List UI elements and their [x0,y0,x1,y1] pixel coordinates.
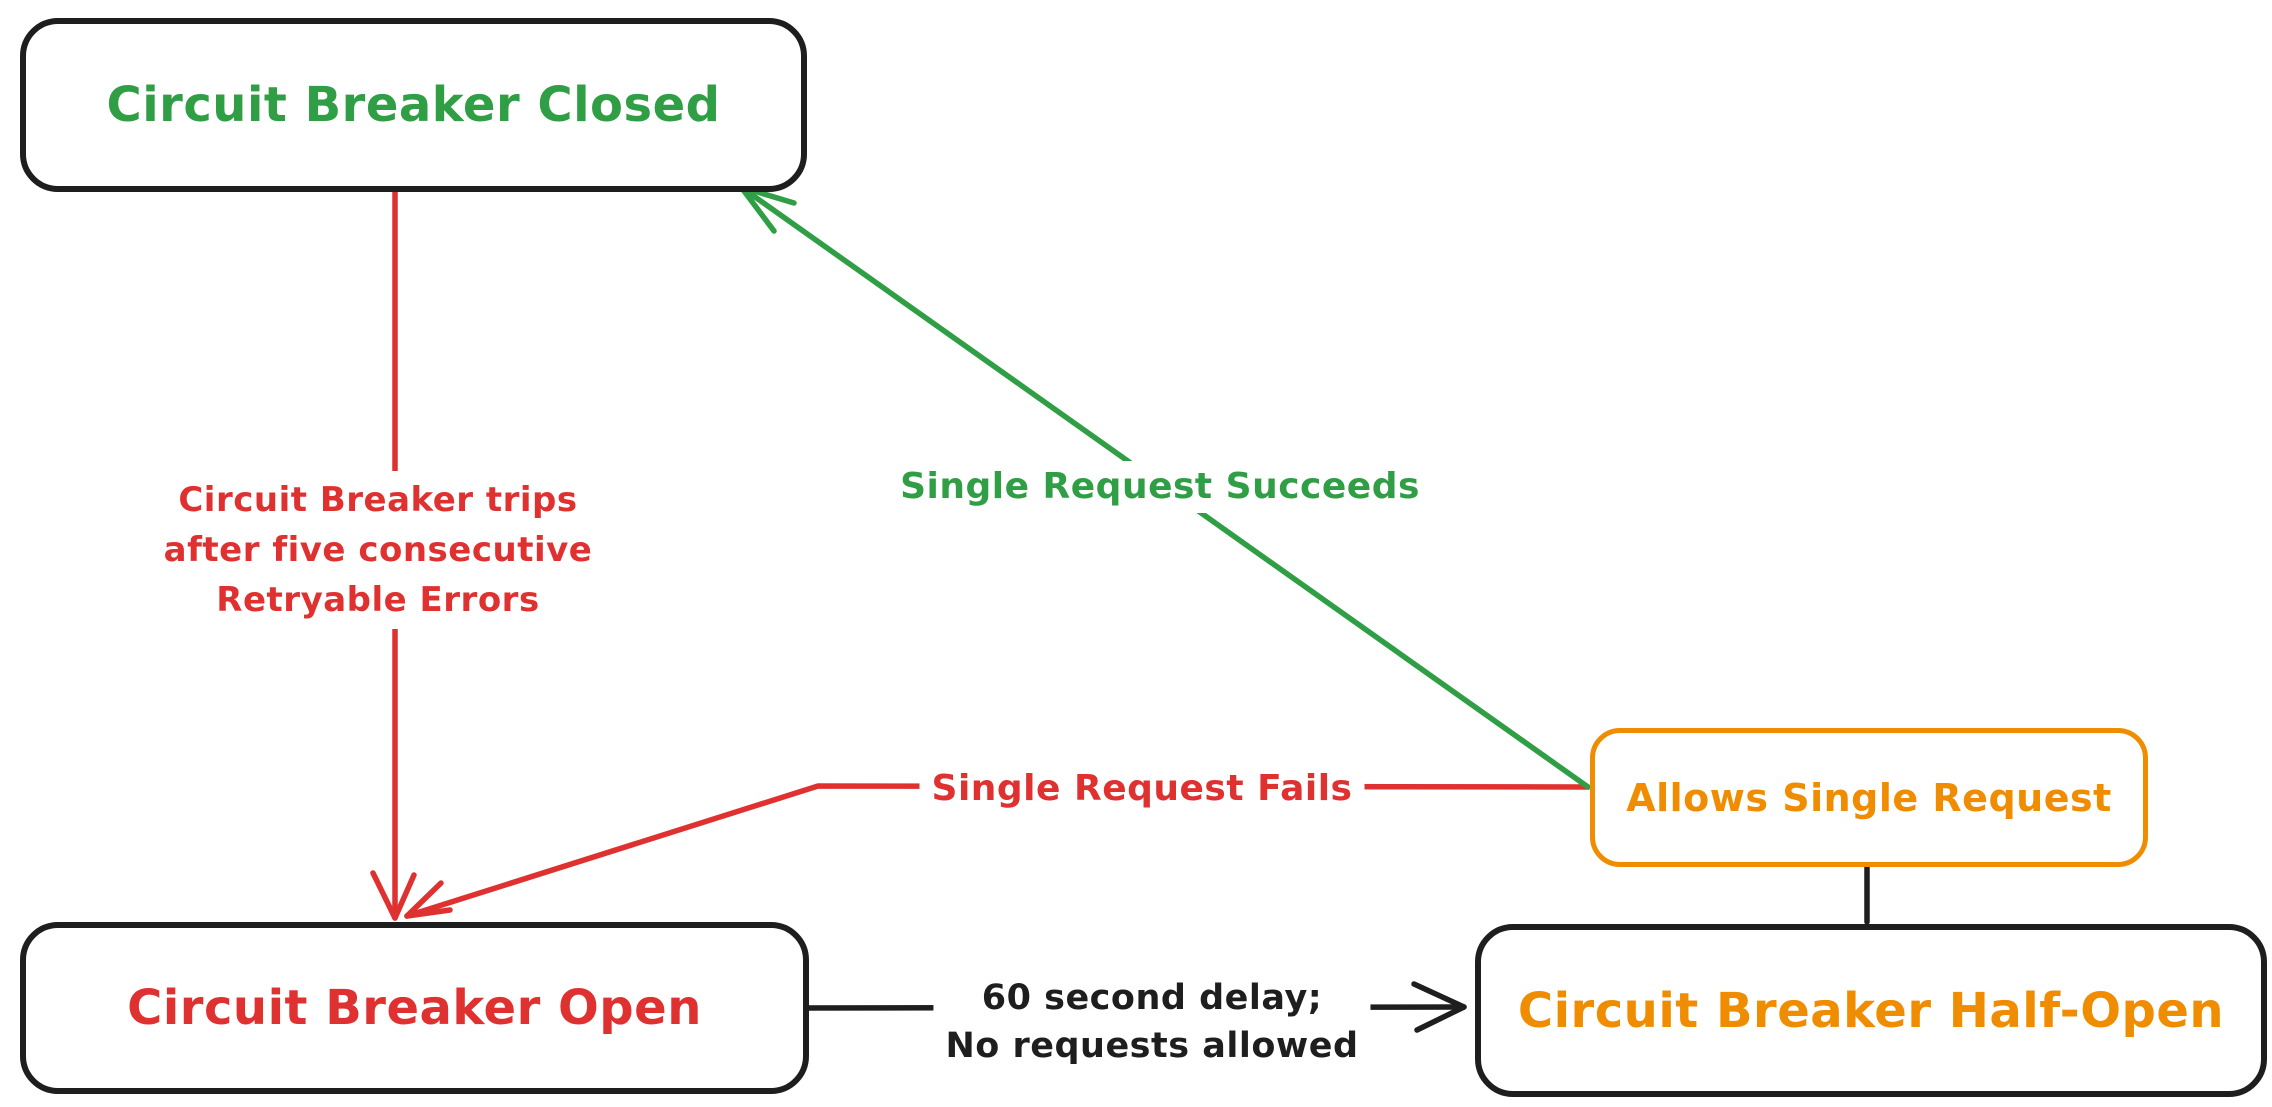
edge-label-single-request-fails: Single Request Fails [919,763,1365,815]
node-allows-single-request: Allows Single Request [1590,728,2148,867]
node-circuit-breaker-half-open: Circuit Breaker Half-Open [1475,924,2267,1097]
node-half-open-label: Circuit Breaker Half-Open [1517,982,2225,1039]
edge-label-60-second-delay: 60 second delay; No requests allowed [933,970,1371,1074]
edge-label-single-request-succeeds: Single Request Succeeds [888,461,1432,513]
node-circuit-breaker-open: Circuit Breaker Open [20,922,809,1094]
node-allows-label: Allows Single Request [1626,775,2112,820]
node-closed-label: Circuit Breaker Closed [106,77,721,133]
edge-label-trip: Circuit Breaker trips after five consecu… [151,471,605,629]
node-circuit-breaker-closed: Circuit Breaker Closed [20,18,807,192]
node-open-label: Circuit Breaker Open [127,980,702,1036]
